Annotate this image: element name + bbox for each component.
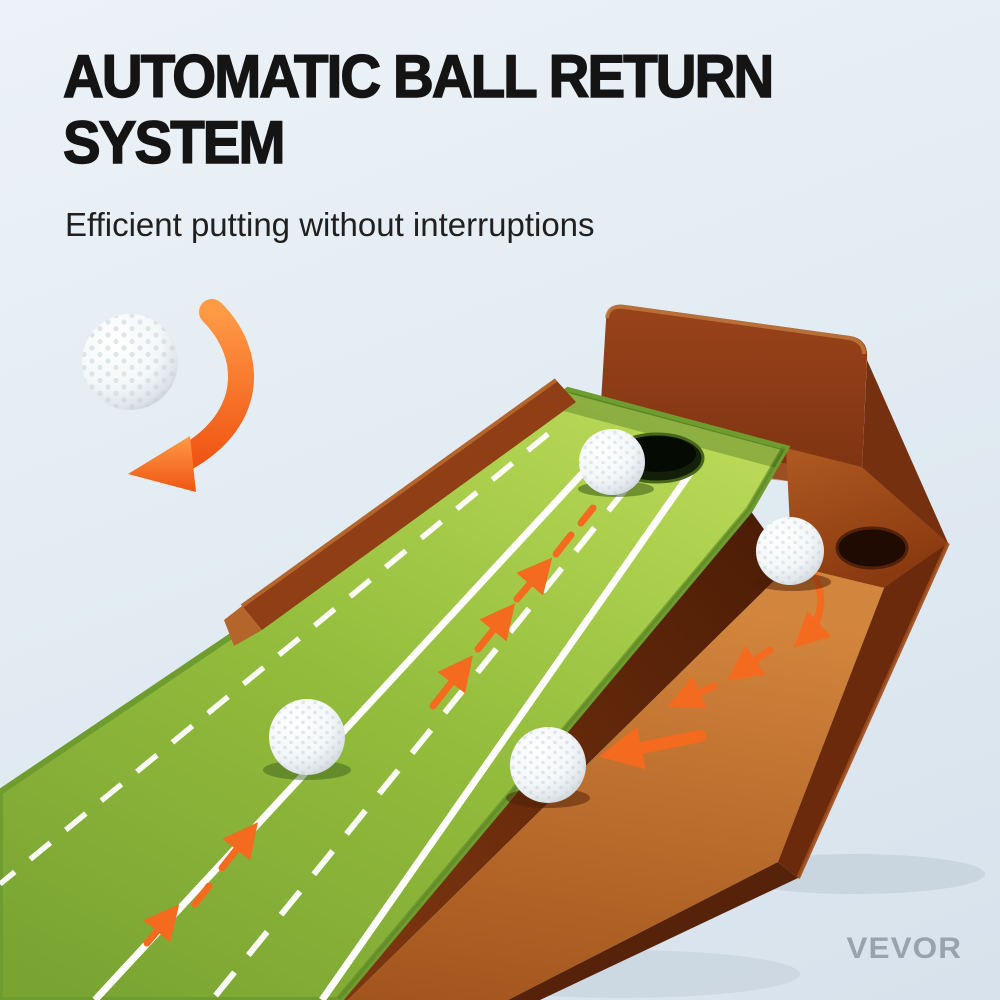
golf-ball-on-mat: [263, 699, 351, 780]
left-rail: [224, 378, 576, 646]
putting-green-unit: [0, 304, 950, 1000]
golf-ball-at-hole: [578, 429, 654, 497]
mat-direction-arrows: [143, 504, 597, 947]
outer-rail: [778, 543, 948, 878]
curved-return-arrow: [128, 299, 254, 492]
mat-guide-lines: [0, 431, 705, 1000]
unit-bottom-edge: [508, 862, 798, 1000]
golf-ball-at-exit: [755, 517, 831, 591]
headline-line2: SYSTEM: [62, 109, 286, 177]
backstop-cast-shadow: [560, 392, 786, 468]
hero-golf-ball: [82, 314, 178, 410]
ball-return-channel: [506, 517, 832, 808]
headline-line1: AUTOMATIC BALL RETURN: [62, 43, 775, 111]
golf-ball-in-channel: [506, 727, 590, 808]
ball-exit-hole: [835, 526, 909, 570]
brand-logo: VEVOR: [846, 932, 962, 965]
subtitle: Efficient putting without interruptions: [65, 206, 595, 243]
putting-mat: [0, 386, 791, 1000]
headline: AUTOMATIC BALL RETURN SYSTEM: [62, 43, 775, 177]
